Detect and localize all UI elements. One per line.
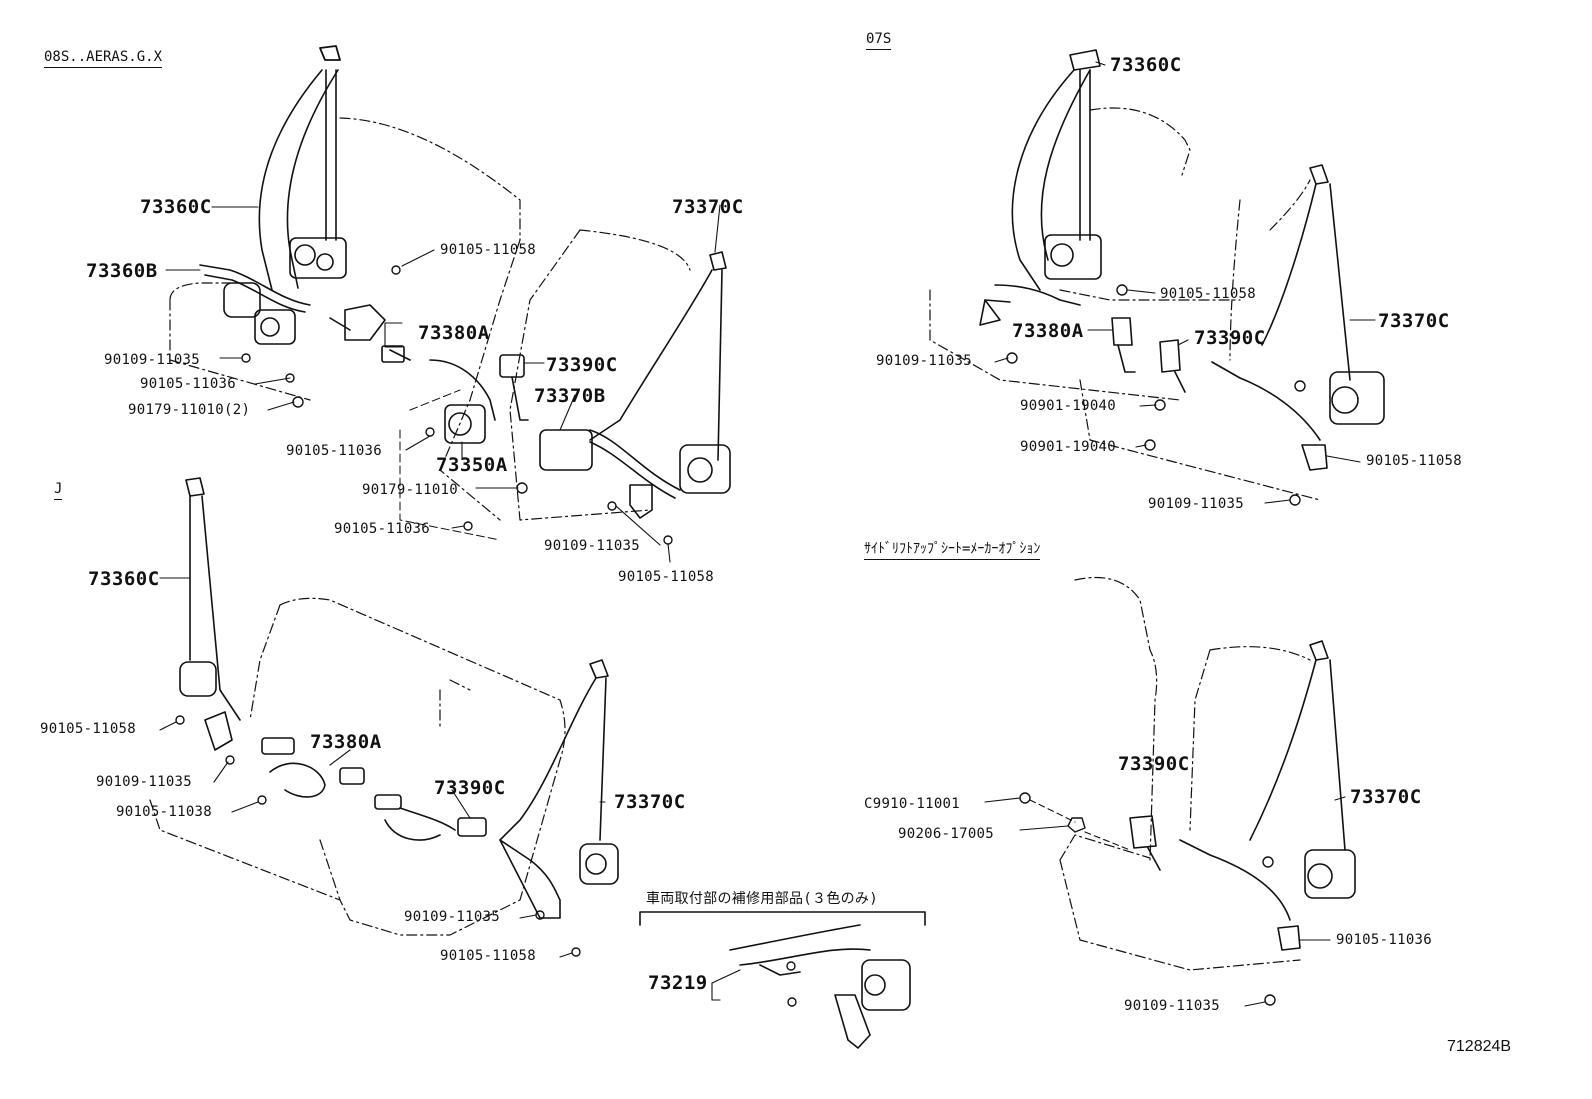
- part-label-73370c: 73370C: [1350, 786, 1422, 808]
- part-label-73390c: 73390C: [546, 354, 618, 376]
- seat-group-side-liftup: [984, 576, 1356, 1007]
- part-label-73380a: 73380A: [310, 731, 382, 753]
- part-label-73390c: 73390C: [1194, 327, 1266, 349]
- section-label-side-liftup: ｻｲﾄﾞﾘﾌﾄｱｯﾌﾟｼｰﾄ=ﾒｰｶｰｵﾌﾟｼｮﾝ: [864, 542, 1041, 560]
- part-label-90105-11058: 90105-11058: [40, 721, 137, 737]
- part-label-90179-11010: 90179-11010: [362, 482, 459, 498]
- section-label-repair-parts: 車両取付部の補修用部品(３色のみ): [646, 891, 878, 907]
- part-label-90901-19040: 90901-19040: [1020, 439, 1117, 455]
- part-label-90109-11035: 90109-11035: [96, 774, 193, 790]
- part-label-73360c: 73360C: [140, 196, 212, 218]
- part-label-90109-11035: 90109-11035: [876, 353, 973, 369]
- part-label-73390c: 73390C: [434, 777, 506, 799]
- section-label-08s: 08S..AERAS.G.X: [44, 50, 163, 68]
- part-label-90105-11036: 90105-11036: [1336, 932, 1433, 948]
- part-label-90105-11038: 90105-11038: [116, 804, 213, 820]
- part-label-90109-11035: 90109-11035: [1124, 998, 1221, 1014]
- part-label-c9910-11001: C9910-11001: [864, 796, 961, 812]
- part-label-73380a: 73380A: [418, 322, 490, 344]
- part-label-90901-19040: 90901-19040: [1020, 398, 1117, 414]
- part-label-90109-11035: 90109-11035: [404, 909, 501, 925]
- part-label-90105-11058: 90105-11058: [618, 569, 715, 585]
- part-label-73370c: 73370C: [672, 196, 744, 218]
- part-label-73350a: 73350A: [436, 454, 508, 476]
- part-label-90109-11035: 90109-11035: [544, 538, 641, 554]
- part-label-90105-11036: 90105-11036: [140, 376, 237, 392]
- part-label-73360c: 73360C: [88, 568, 160, 590]
- part-label-90179-11010-2: 90179-11010(2): [128, 402, 251, 418]
- part-label-90105-11058: 90105-11058: [440, 948, 537, 964]
- part-label-73390c: 73390C: [1118, 753, 1190, 775]
- diagram-reference-code: 712824B: [1447, 1038, 1512, 1055]
- seat-group-07s: [929, 49, 1385, 506]
- part-label-73370b: 73370B: [534, 385, 606, 407]
- part-label-90105-11058: 90105-11058: [1366, 453, 1463, 469]
- part-label-73370c: 73370C: [1378, 310, 1450, 332]
- part-label-73370c: 73370C: [614, 791, 686, 813]
- seat-group-j: [149, 477, 619, 958]
- part-label-90109-11035: 90109-11035: [104, 352, 201, 368]
- part-label-90105-11036: 90105-11036: [334, 521, 431, 537]
- part-label-90105-11058: 90105-11058: [440, 242, 537, 258]
- part-label-90105-11036: 90105-11036: [286, 443, 383, 459]
- part-label-90105-11058: 90105-11058: [1160, 286, 1257, 302]
- section-label-07s: 07S: [866, 32, 892, 50]
- section-label-j: J: [54, 482, 63, 500]
- part-label-73219: 73219: [648, 972, 708, 994]
- part-label-90206-17005: 90206-17005: [898, 826, 995, 842]
- part-label-73360b: 73360B: [86, 260, 158, 282]
- seat-group-repair-parts: [639, 911, 926, 1049]
- part-label-73360c: 73360C: [1110, 54, 1182, 76]
- part-label-73380a: 73380A: [1012, 320, 1084, 342]
- part-label-90109-11035: 90109-11035: [1148, 496, 1245, 512]
- seat-group-08s: [165, 45, 731, 563]
